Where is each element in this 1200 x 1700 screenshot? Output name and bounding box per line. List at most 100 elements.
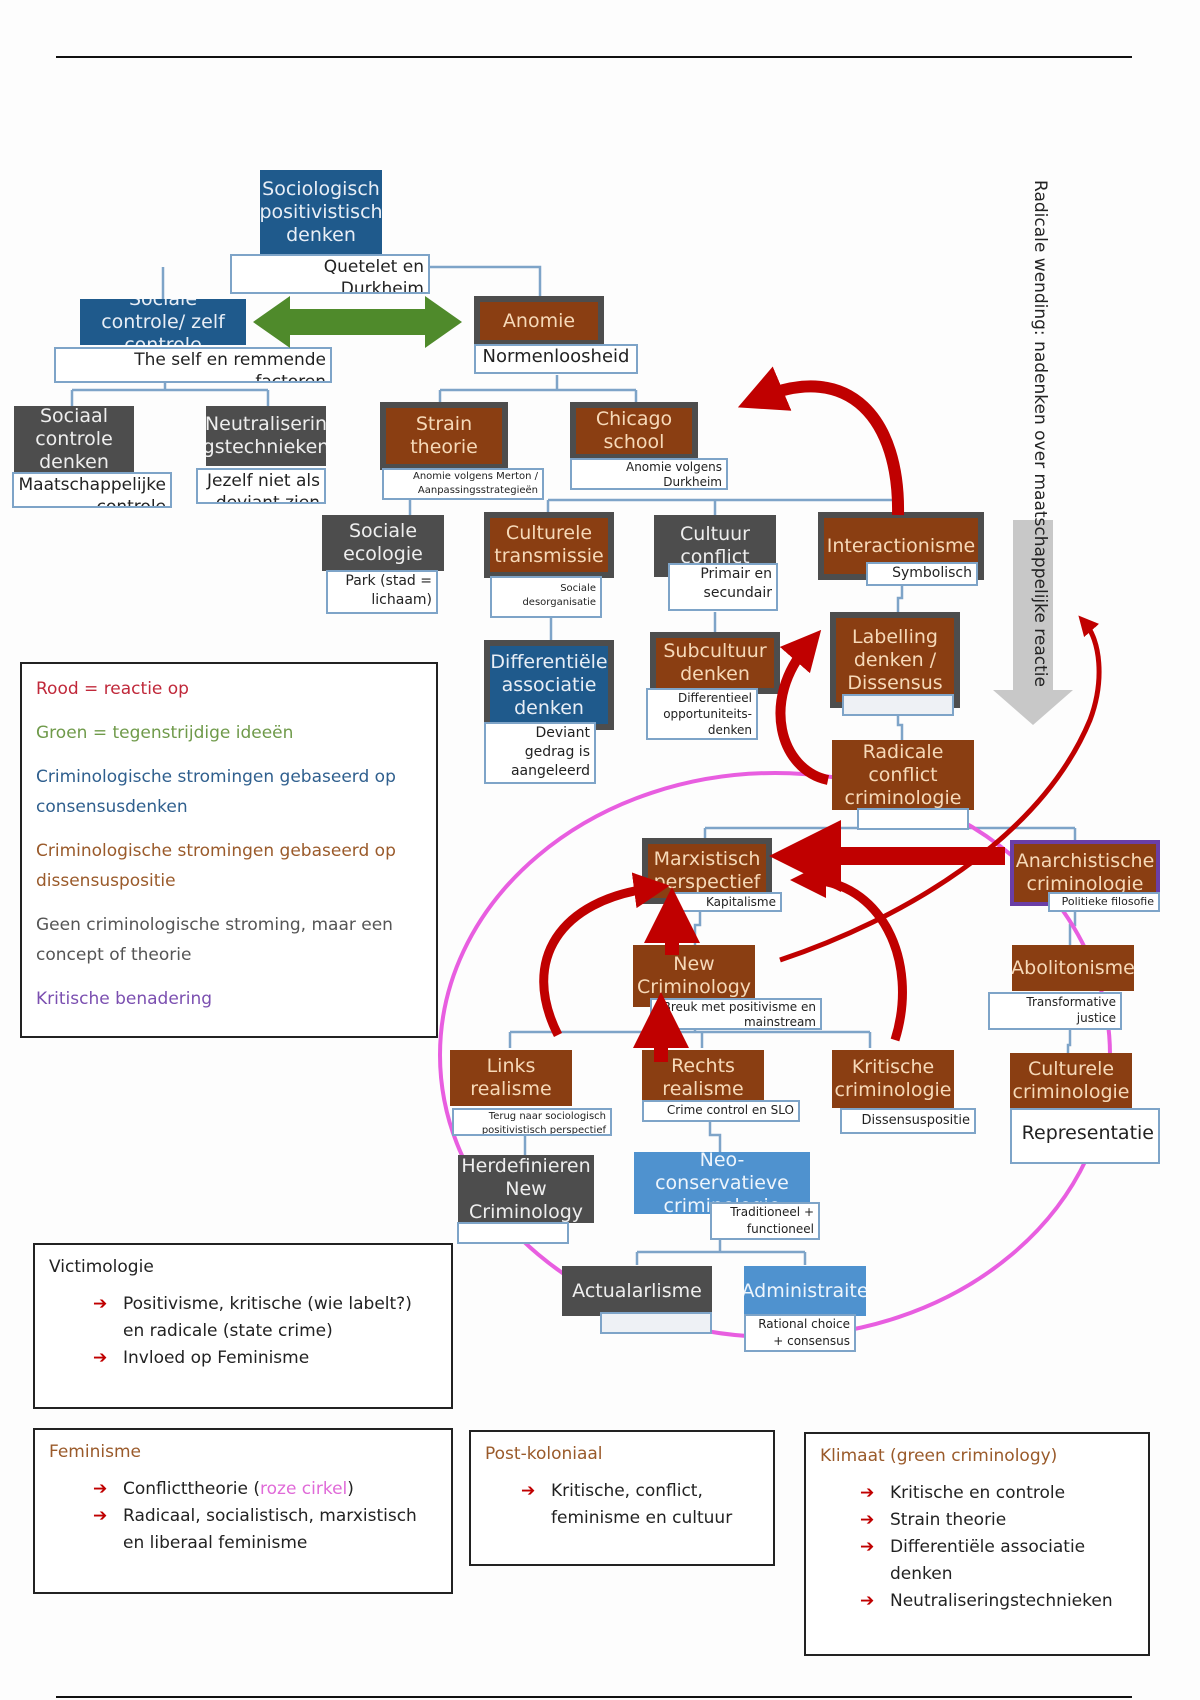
node-kritische-criminologie: Kritische criminologie xyxy=(832,1050,954,1108)
note-actualarlisme-empty xyxy=(600,1312,712,1334)
list-item: ➔Invloed op Feminisme xyxy=(93,1345,437,1372)
feminisme-box: Feminisme ➔Conflicttheorie (roze cirkel)… xyxy=(33,1428,453,1594)
legend-groen: Groen = tegenstrijdige ideeën xyxy=(36,723,294,743)
post-koloniaal-box: Post-koloniaal ➔Kritische, conflict, fem… xyxy=(469,1430,775,1566)
list-item: ➔Differentiële associatie denken xyxy=(860,1534,1134,1588)
list-item: ➔Kritische, conflict, feminisme en cultu… xyxy=(521,1478,759,1532)
connector-neo-children xyxy=(635,1240,807,1265)
note-anomie-merton: Anomie volgens Merton / Aanpassingsstrat… xyxy=(382,468,544,500)
legend-rood: Rood = reactie op xyxy=(36,679,189,699)
post-koloniaal-title: Post-koloniaal xyxy=(485,1444,603,1464)
node-anomie: Anomie xyxy=(474,296,604,346)
list-item: ➔Kritische en controle xyxy=(860,1480,1134,1507)
note-kapitalisme: Kapitalisme xyxy=(670,892,782,912)
arrow-right-icon: ➔ xyxy=(521,1481,536,1501)
node-title: Radicale conflict criminologie xyxy=(844,740,962,809)
top-rule xyxy=(56,56,1132,58)
note-breuk-met-positivisme: Breuk met positivisme en mainstream xyxy=(650,998,822,1030)
node-title: Actualarlisme xyxy=(572,1279,702,1302)
list-item: ➔Positivisme, kritische (wie labelt?) en… xyxy=(93,1291,437,1345)
node-neutraliseringstechnieken: Neutraliserin gstechnieken xyxy=(206,406,326,466)
node-abolitonisme: Abolitonisme xyxy=(1012,945,1134,991)
note-primair-secundair: Primair en secundair xyxy=(668,563,778,611)
list-item: ➔Neutraliseringstechnieken xyxy=(860,1588,1134,1615)
note-quetelet-durkheim: Quetelet en Durkheim xyxy=(230,254,430,294)
connector-level3 xyxy=(408,498,902,518)
list-item: ➔Radicaal, socialistisch, marxistisch en… xyxy=(93,1503,437,1557)
node-title: Sociale ecologie xyxy=(343,520,423,565)
victimologie-title: Victimologie xyxy=(49,1257,154,1277)
node-title: Kritische criminologie xyxy=(834,1056,952,1101)
node-title: Links realisme xyxy=(470,1055,552,1100)
arrow-right-icon: ➔ xyxy=(93,1348,108,1368)
node-title: New Criminology xyxy=(637,953,752,998)
node-culturele-criminologie: Culturele criminologie xyxy=(1010,1053,1132,1109)
note-terug-naar-sociologisch: Terug naar sociologisch positivistisch p… xyxy=(452,1108,612,1136)
arrow-right-icon: ➔ xyxy=(93,1506,108,1526)
connector-int-lab xyxy=(896,583,904,612)
legend-kritische: Kritische benadering xyxy=(36,989,213,1009)
note-park: Park (stad = lichaam) xyxy=(326,570,438,614)
victimologie-list: ➔Positivisme, kritische (wie labelt?) en… xyxy=(93,1291,437,1372)
radicale-wending-label: Radicale wending: nadenken over maatscha… xyxy=(1030,180,1050,687)
node-title: Culturele criminologie xyxy=(1012,1058,1130,1103)
arrow-right-icon: ➔ xyxy=(860,1483,875,1503)
arrow-right-icon: ➔ xyxy=(93,1294,108,1314)
node-chicago-school: Chicago school xyxy=(570,402,698,460)
note-dissensuspositie: Dissensuspositie xyxy=(840,1108,976,1134)
node-interactionisme: Interactionisme xyxy=(818,512,984,580)
legend-concept: Geen criminologische stroming, maar een … xyxy=(36,915,393,965)
node-links-realisme: Links realisme xyxy=(450,1050,572,1106)
note-maatschappelijke-controle: Maatschappelijke controle xyxy=(12,472,172,508)
legend-consensus: Criminologische stromingen gebaseerd op … xyxy=(36,767,396,817)
note-crime-control-slo: Crime control en SLO xyxy=(642,1100,800,1122)
klimaat-box: Klimaat (green criminology) ➔Kritische e… xyxy=(804,1432,1150,1656)
connector-sociale-controle xyxy=(70,380,270,410)
bottom-rule xyxy=(56,1696,1132,1698)
legend-dissensus: Criminologische stromingen gebaseerd op … xyxy=(36,841,396,891)
node-radicale-conflict: Radicale conflict criminologie xyxy=(832,740,974,810)
victimologie-box: Victimologie ➔Positivisme, kritische (wi… xyxy=(33,1243,453,1409)
note-labelling-empty xyxy=(842,694,954,716)
node-title: Sociaal controle denken xyxy=(35,406,113,472)
node-title: Interactionisme xyxy=(826,534,976,557)
node-title: Herdefinieren New Criminology xyxy=(461,1155,591,1223)
node-differentiele-associatie: Differentiële associatie denken xyxy=(484,640,614,730)
note-traditioneel-functioneel: Traditioneel + functioneel xyxy=(710,1202,820,1240)
node-title: Administraite xyxy=(744,1279,866,1302)
node-strain-theorie: Strain theorie xyxy=(380,402,508,470)
list-item: ➔Conflicttheorie (roze cirkel) xyxy=(93,1476,437,1503)
note-sociale-desorganisatie: Sociale desorganisatie xyxy=(490,576,602,618)
connector-abol-cult xyxy=(1066,1030,1072,1055)
arrow-right-icon: ➔ xyxy=(860,1591,875,1611)
note-transformative-justice: Transformative justice xyxy=(988,992,1122,1030)
note-herdefinieren-empty xyxy=(457,1222,569,1244)
node-sociale-ecologie: Sociale ecologie xyxy=(322,515,444,571)
legend-box: Rood = reactie op Groen = tegenstrijdige… xyxy=(20,662,438,1038)
note-deviant-gedrag: Deviant gedrag is aangeleerd xyxy=(484,722,596,784)
node-subcultuur-denken: Subcultuur denken xyxy=(650,632,780,694)
note-the-self: The self en remmende factoren xyxy=(54,347,332,383)
node-title: Culturele transmissie xyxy=(494,522,604,567)
node-title: Subcultuur denken xyxy=(663,640,767,685)
note-differentieel-opportuniteits: Differentieel opportuniteits-denken xyxy=(646,688,758,740)
node-sociologisch-positivistisch: Sociologisch positivistisch denken xyxy=(260,170,382,254)
node-rechts-realisme: Rechts realisme xyxy=(642,1050,764,1106)
node-title: Neutraliserin gstechnieken xyxy=(206,413,326,458)
node-title: Chicago school xyxy=(595,408,673,453)
note-radicale-empty xyxy=(857,808,969,830)
node-herdefinieren-new-criminology: Herdefinieren New Criminology xyxy=(458,1155,594,1223)
note-representatie: Representatie xyxy=(1010,1108,1160,1164)
node-administraite: Administraite xyxy=(744,1266,866,1316)
connector-anomie xyxy=(438,375,638,405)
node-title: Abolitonisme xyxy=(1012,956,1134,979)
node-actualarlisme: Actualarlisme xyxy=(562,1266,712,1316)
node-title: Strain theorie xyxy=(410,413,478,458)
note-politieke-filosofie: Politieke filosofie xyxy=(1048,892,1160,912)
node-title: Rechts realisme xyxy=(662,1055,744,1100)
arrow-right-icon: ➔ xyxy=(93,1479,108,1499)
arrow-right-icon: ➔ xyxy=(860,1510,875,1530)
node-title: Anarchistische criminologie xyxy=(1015,850,1155,895)
klimaat-list: ➔Kritische en controle ➔Strain theorie ➔… xyxy=(860,1480,1134,1615)
note-rational-choice: Rational choice + consensus xyxy=(744,1314,856,1352)
